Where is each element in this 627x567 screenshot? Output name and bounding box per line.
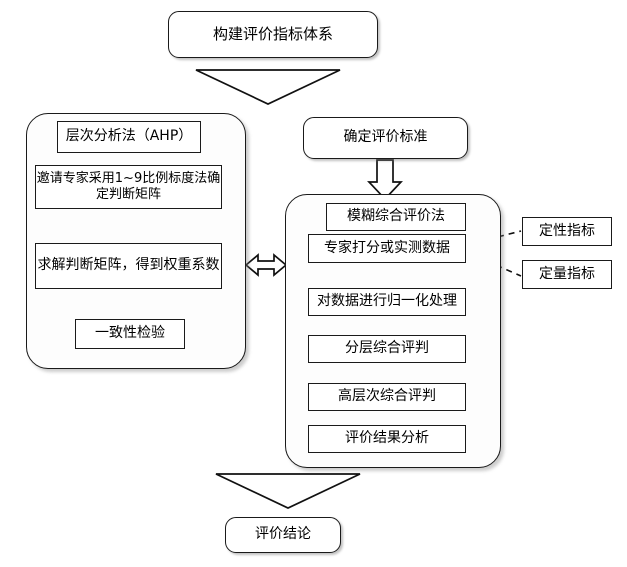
node-define-criteria[interactable]: 确定评价标准 — [303, 117, 468, 159]
ahp-fuzzy-double-arrow — [244, 253, 288, 277]
criteria-to-fuzzy-block-arrow — [367, 159, 403, 201]
node-fuzzy-step-5[interactable]: 评价结果分析 — [308, 425, 466, 453]
node-ahp-step-1[interactable]: 邀请专家采用1~9比例标度法确 定判断矩阵 — [35, 165, 222, 209]
node-fuzzy-step-4[interactable]: 高层次综合评判 — [308, 383, 466, 411]
node-fuzzy-step-1[interactable]: 专家打分或实测数据 — [308, 234, 466, 263]
node-ahp-step-3[interactable]: 一致性检验 — [75, 319, 185, 349]
node-build-index-system[interactable]: 构建评价指标体系 — [168, 11, 378, 58]
node-fuzzy-step-3[interactable]: 分层综合评判 — [308, 335, 466, 363]
node-qualitative-indicator[interactable]: 定性指标 — [522, 217, 612, 246]
node-fuzzy-title[interactable]: 模糊综合评价法 — [326, 203, 466, 231]
node-fuzzy-step-2[interactable]: 对数据进行归一化处理 — [308, 288, 466, 316]
node-evaluation-conclusion[interactable]: 评价结论 — [225, 517, 341, 553]
bottom-down-triangle-arrow — [215, 473, 361, 509]
top-down-triangle-arrow — [195, 69, 341, 105]
dashed-line-qualitative — [465, 230, 522, 246]
node-ahp-step-2[interactable]: 求解判断矩阵，得到权重系数 — [35, 243, 222, 289]
node-ahp-title[interactable]: 层次分析法（AHP） — [57, 121, 201, 153]
node-quantitative-indicator[interactable]: 定量指标 — [522, 260, 612, 289]
